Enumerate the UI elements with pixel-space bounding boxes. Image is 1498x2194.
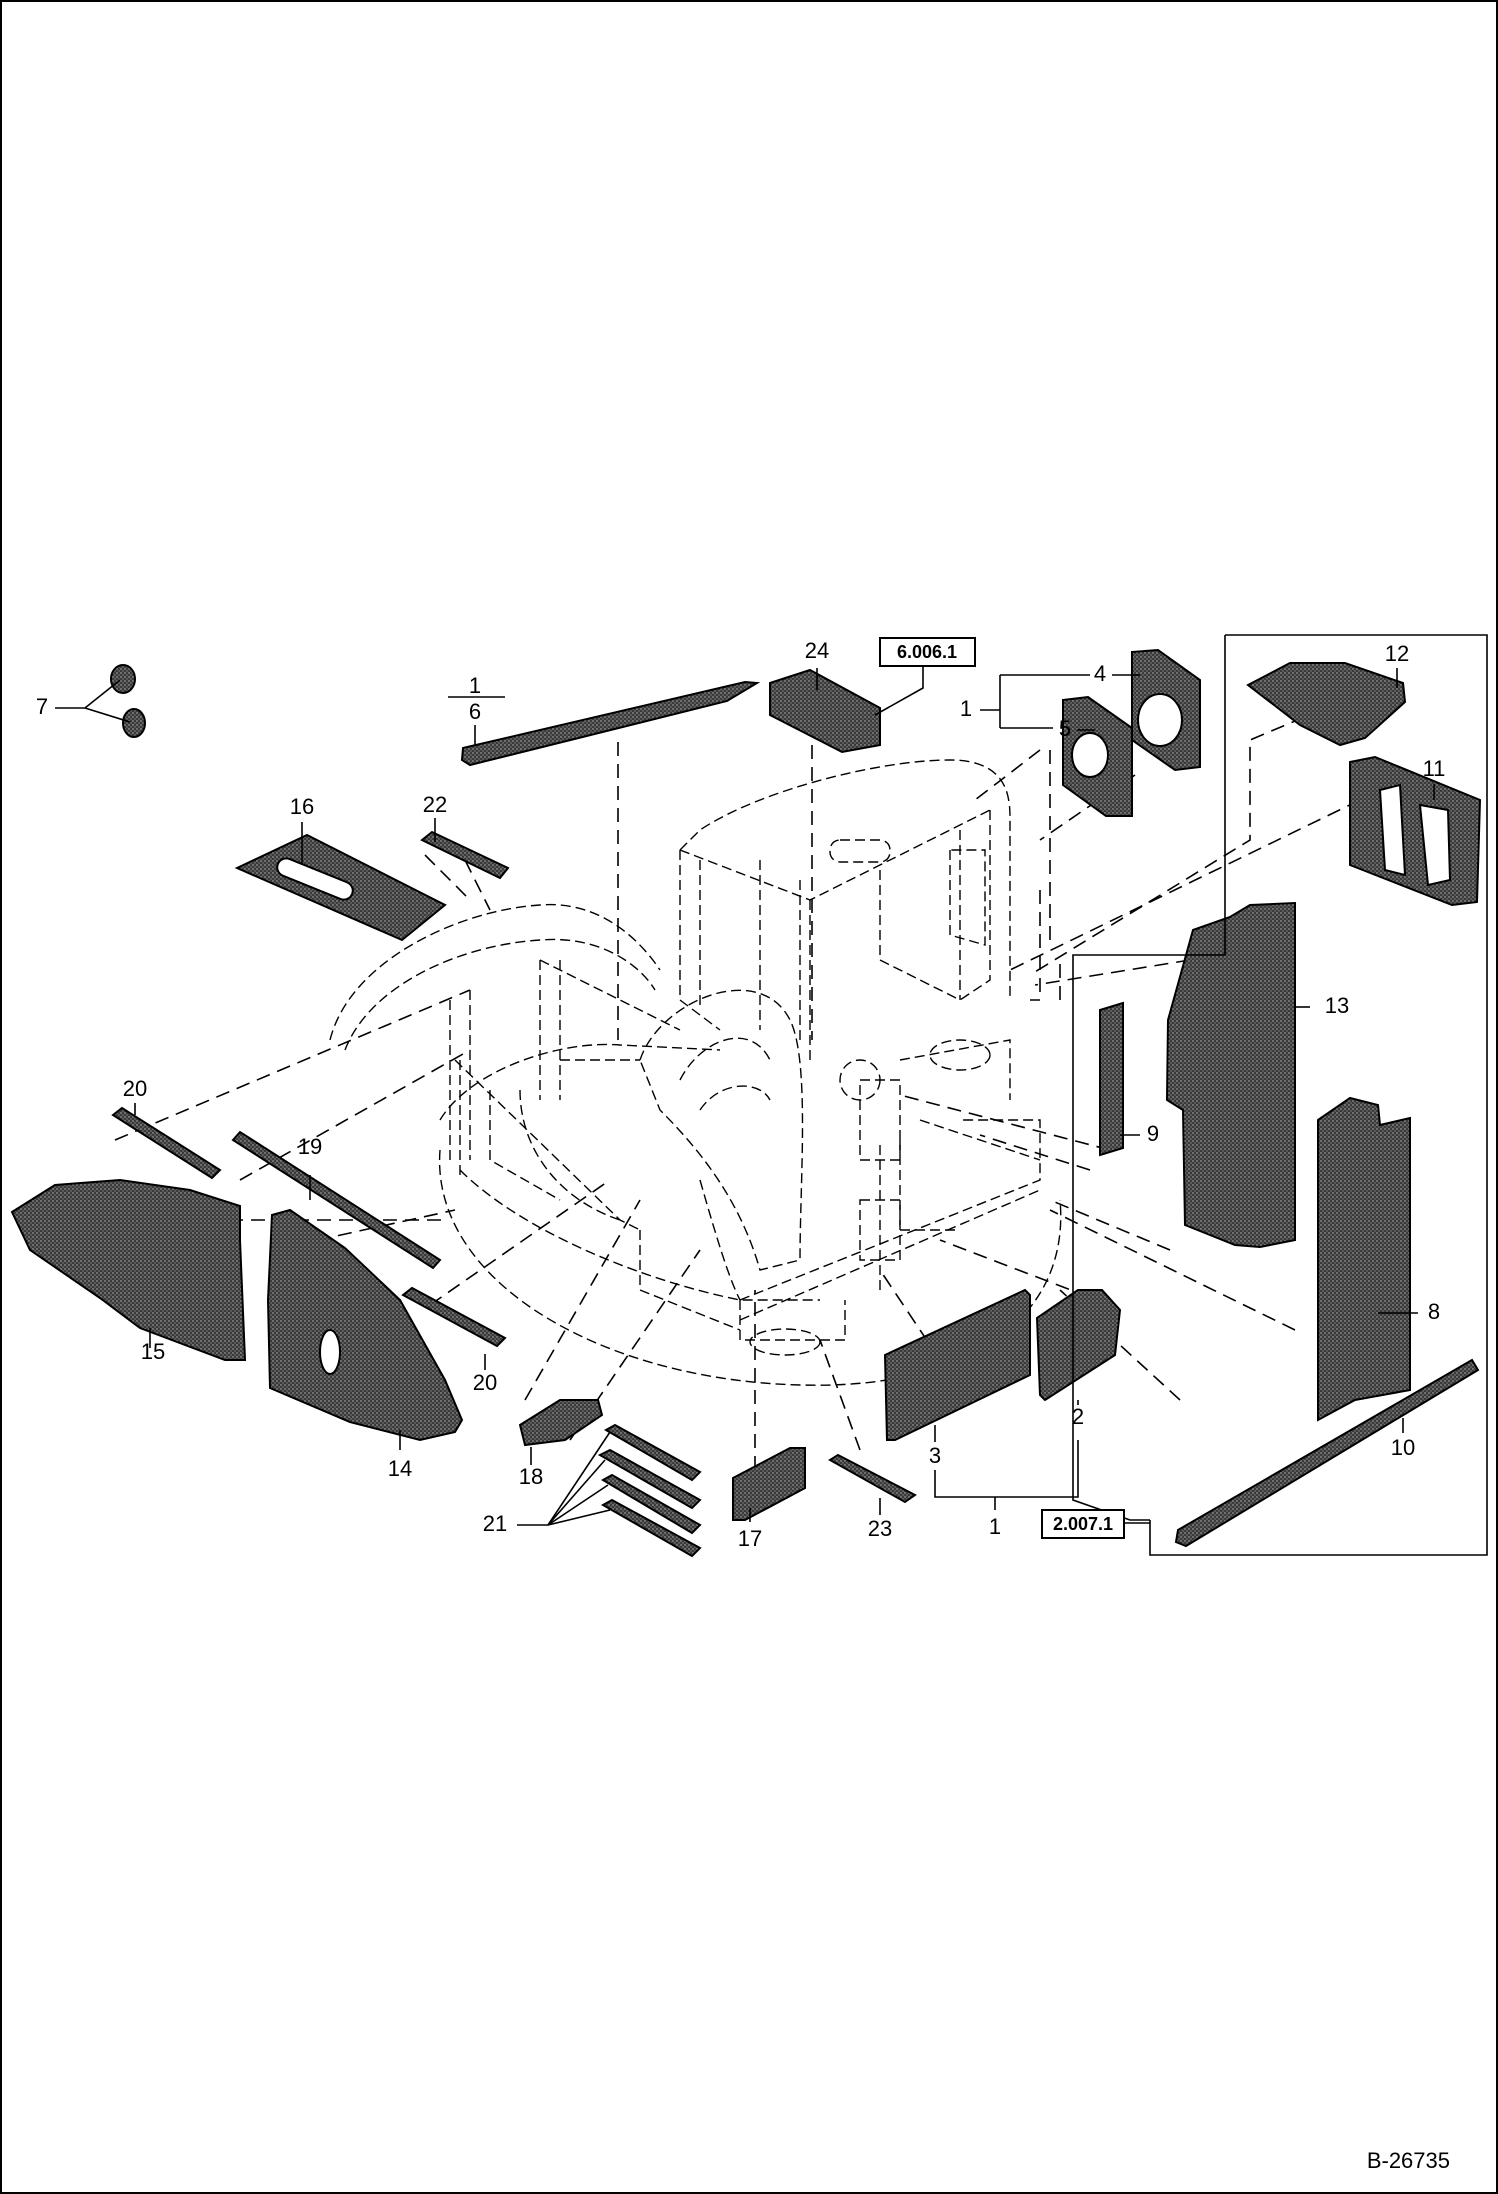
callout-16: 16 (290, 794, 314, 819)
callout-21: 21 (483, 1511, 507, 1536)
callout-18: 18 (519, 1464, 543, 1489)
reference-label-top: 6.006.1 (897, 642, 957, 662)
callout-3: 3 (929, 1443, 941, 1468)
part-14-panel (266, 1208, 464, 1442)
callout-7: 7 (36, 694, 48, 719)
part-5-plate (1062, 695, 1133, 817)
machine-outline (329, 759, 1062, 1386)
callout-22: 22 (423, 792, 447, 817)
callout-15: 15 (141, 1339, 165, 1364)
part-7-grommets (110, 664, 146, 738)
callout-14: 14 (388, 1456, 412, 1481)
callout-12: 12 (1385, 641, 1409, 666)
part-23-pad (828, 1453, 917, 1504)
callout-17: 17 (738, 1526, 762, 1551)
reference-label-bottom: 2.007.1 (1053, 1514, 1113, 1534)
callout-1-bottom: 1 (989, 1514, 1001, 1539)
part-22-strip (420, 830, 510, 880)
part-9-strip (1099, 1001, 1124, 1157)
callout-8: 8 (1428, 1299, 1440, 1324)
callout-11: 11 (1423, 756, 1446, 781)
drawing-number: B-26735 (1366, 2148, 1450, 2173)
part-17-pad (732, 1447, 806, 1521)
part-20-strip-left (111, 1106, 222, 1180)
part-24-block (769, 668, 881, 754)
part-11-panel (1349, 755, 1482, 907)
part-2-panel (1035, 1289, 1122, 1402)
callout-23: 23 (868, 1516, 892, 1541)
part-4-plate (1131, 648, 1201, 772)
solid-leaders (55, 634, 1488, 1556)
part-21-strips (597, 1423, 702, 1558)
callout-10: 10 (1391, 1435, 1415, 1460)
part-8-panel (1317, 1096, 1411, 1422)
reference-box-bottom: 2.007.1 (1041, 1509, 1125, 1539)
callout-4: 4 (1094, 661, 1106, 686)
callout-13: 13 (1325, 993, 1349, 1018)
part-15-panel (10, 1178, 247, 1361)
callout-19: 19 (298, 1134, 322, 1159)
callout-1-right: 1 (960, 696, 972, 721)
callout-9: 9 (1147, 1121, 1159, 1146)
part-13-panel (1165, 901, 1296, 1249)
callout-5: 5 (1059, 716, 1071, 741)
part-6-strip (460, 680, 761, 767)
callout-24: 24 (805, 638, 829, 663)
callout-20-mid: 20 (473, 1370, 497, 1395)
part-19-strip (231, 1130, 442, 1270)
callout-6: 6 (469, 699, 481, 724)
part-12-pad (1246, 662, 1407, 747)
reference-box-top: 6.006.1 (879, 637, 976, 667)
part-3-panel (883, 1288, 1031, 1441)
part-16-slot (276, 857, 354, 901)
part-10-strip (1174, 1358, 1480, 1548)
part-20-strip-mid (401, 1286, 507, 1348)
callout-2: 2 (1072, 1404, 1084, 1429)
part-14-hole (319, 1329, 341, 1375)
callout-1-top: 1 (469, 673, 481, 698)
part-18-pad (518, 1399, 604, 1447)
callout-labels: 1 6 7 24 4 5 1 12 11 13 9 8 10 16 22 20 … (36, 638, 1446, 1551)
callout-20-left: 20 (123, 1076, 147, 1101)
